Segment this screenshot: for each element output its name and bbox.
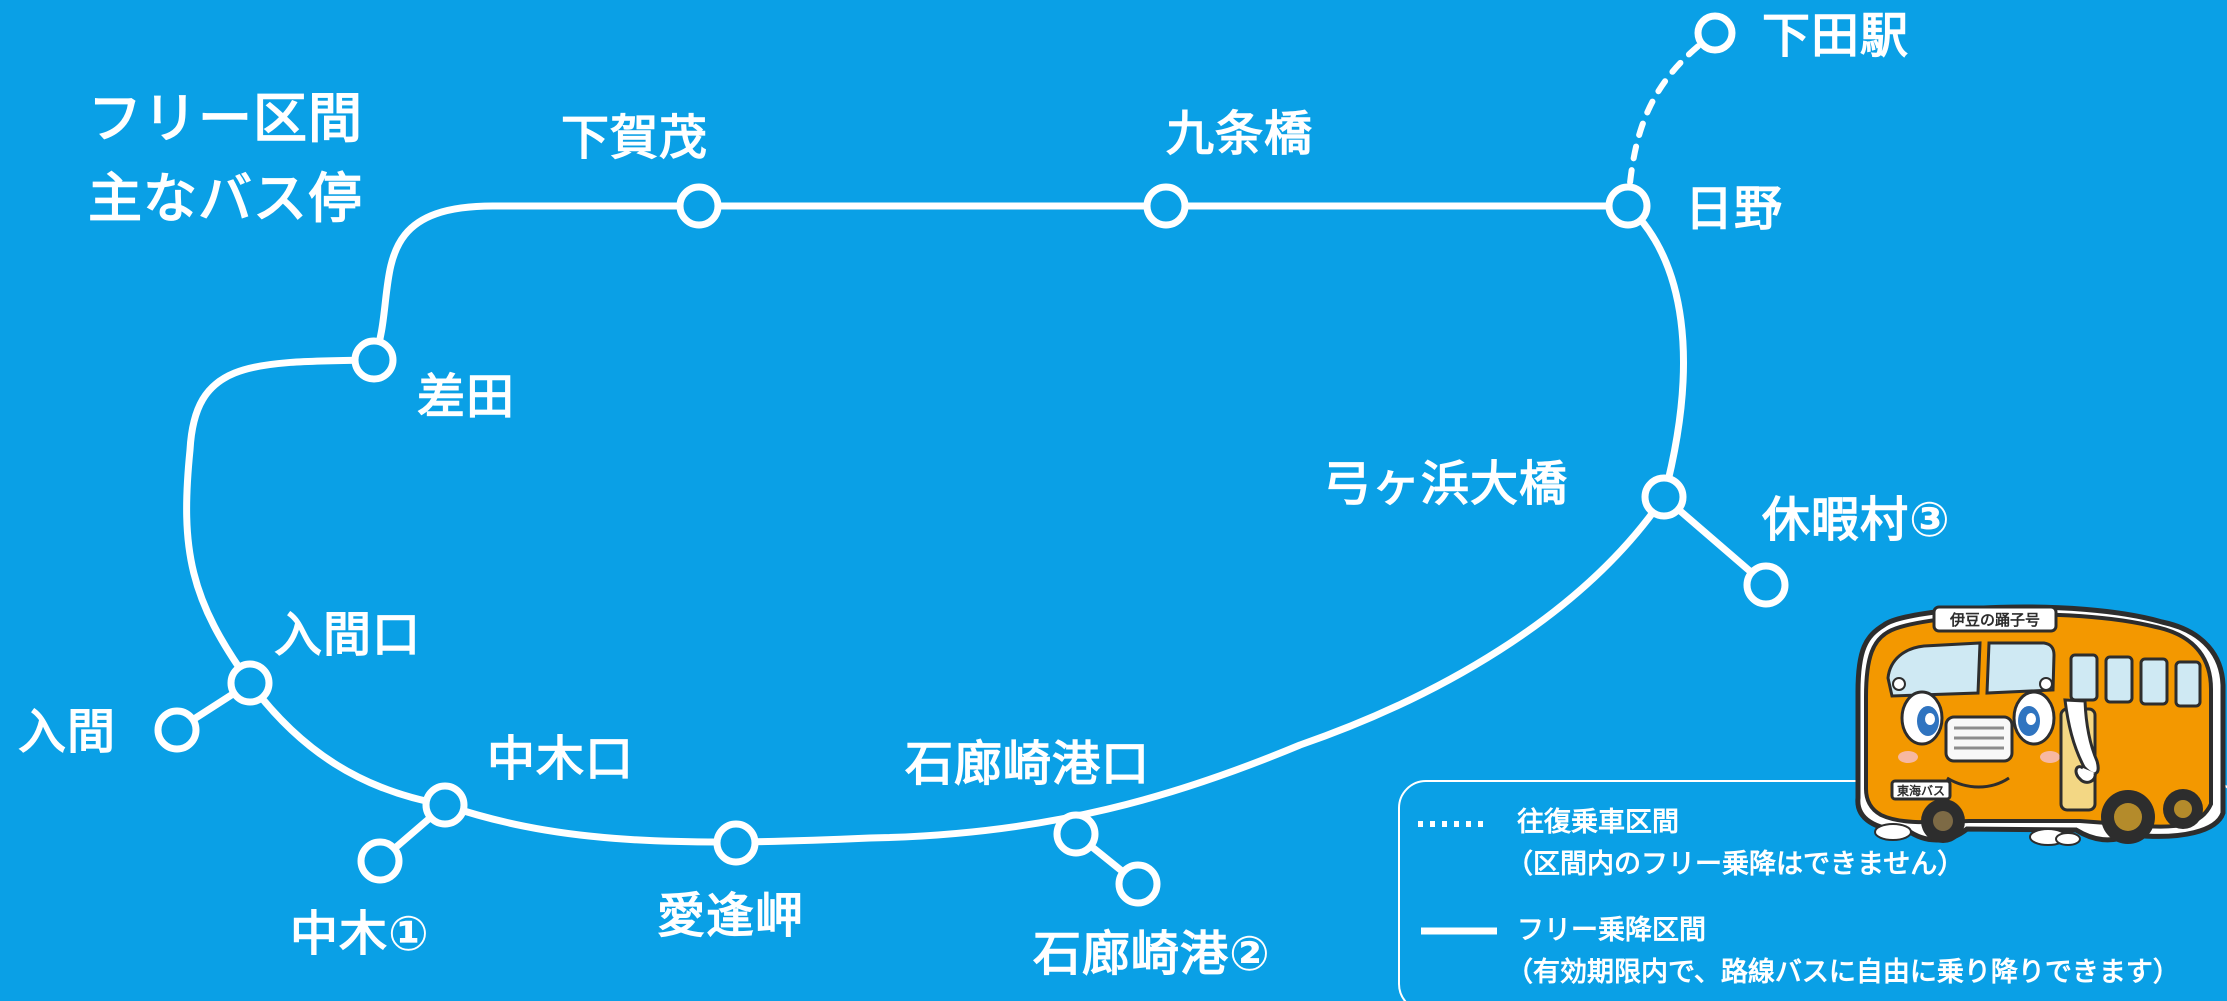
stop-label-kyukamura-3: 休暇村③ (1762, 492, 1951, 548)
stop-marker-nakagiguchi (422, 782, 468, 828)
stop-marker-shimogamo (676, 183, 722, 229)
stop-marker-irumaguchi (227, 660, 273, 706)
legend-round-trip-title: 往復乗車区間 (1517, 807, 1679, 838)
stop-marker-kujobashi (1143, 183, 1189, 229)
bus-license-plate-text: 東海バス (1897, 783, 1945, 798)
stop-label-iruma: 入間 (18, 704, 117, 760)
map-title-line-2: 主なバス停 (88, 167, 363, 230)
stop-label-kujobashi: 九条橋 (1166, 106, 1314, 162)
legend-free-section-title: フリー乗降区間 (1517, 915, 1706, 946)
stop-marker-aisaki (713, 820, 759, 866)
bus-headlight-left (1892, 677, 1906, 691)
stop-marker-hino (1605, 183, 1651, 229)
bus-headlight-right (2039, 677, 2053, 691)
stop-marker-irozaki-port-2 (1115, 861, 1161, 907)
stop-label-nakagi-1: 中木① (290, 906, 430, 962)
bus-front-window-right (1985, 641, 2056, 695)
stop-marker-yumigahama-bridge (1641, 474, 1687, 520)
stop-label-irozaki-port-entrance: 石廊崎港口 (905, 736, 1151, 792)
legend-dotted-line-sample (1418, 821, 1484, 827)
stop-label-aisaki: 愛逢岬 (657, 888, 805, 944)
bus-side-window-4 (2174, 660, 2202, 708)
bus-side-window-1 (2069, 653, 2099, 702)
stop-marker-shimoda-station (1694, 12, 1736, 54)
legend-box (1398, 780, 2227, 1001)
stop-label-shimogamo: 下賀茂 (561, 110, 709, 166)
bus-side-window-2 (2104, 655, 2134, 704)
legend-solid-line-sample (1421, 927, 1497, 935)
round-trip-dotted-line (1625, 30, 1718, 209)
stop-label-irumaguchi: 入間口 (274, 607, 422, 663)
legend-round-trip-note: （区間内のフリー乗降はできません） (1506, 849, 1965, 880)
bus-license-plate (1890, 779, 1952, 801)
stop-marker-sashida (351, 337, 397, 383)
stop-marker-iruma (154, 707, 200, 753)
bus-side-window-3 (2139, 657, 2169, 706)
stop-label-sashida: 差田 (417, 369, 516, 425)
stop-marker-irozaki-port-entrance (1053, 811, 1099, 857)
stop-label-yumigahama-bridge: 弓ヶ浜大橋 (1323, 456, 1569, 512)
stop-marker-nakagi-1 (357, 838, 403, 884)
bus-destination-sign (1932, 605, 2058, 633)
bus-mascot-illustration: 伊豆の踊子号 東海バス (1855, 604, 2226, 846)
stop-label-nakagiguchi: 中木口 (487, 731, 635, 787)
bus-smile (1946, 776, 2010, 789)
bus-front-window-left (1886, 641, 1982, 698)
bus-destination-sign-text: 伊豆の踊子号 (1949, 611, 2040, 629)
stop-label-shimoda-station: 下田駅 (1762, 8, 1910, 64)
stop-marker-kyukamura-3 (1743, 562, 1789, 608)
map-title-line-1: フリー区間 (88, 87, 363, 150)
legend-free-section-note: （有効期限内で、路線バスに自由に乗り降りできます） (1506, 957, 2180, 988)
stop-label-hino: 日野 (1685, 181, 1784, 237)
stop-label-irozaki-port-2: 石廊崎港② (1033, 926, 1271, 982)
main-route-line (183, 202, 1687, 846)
